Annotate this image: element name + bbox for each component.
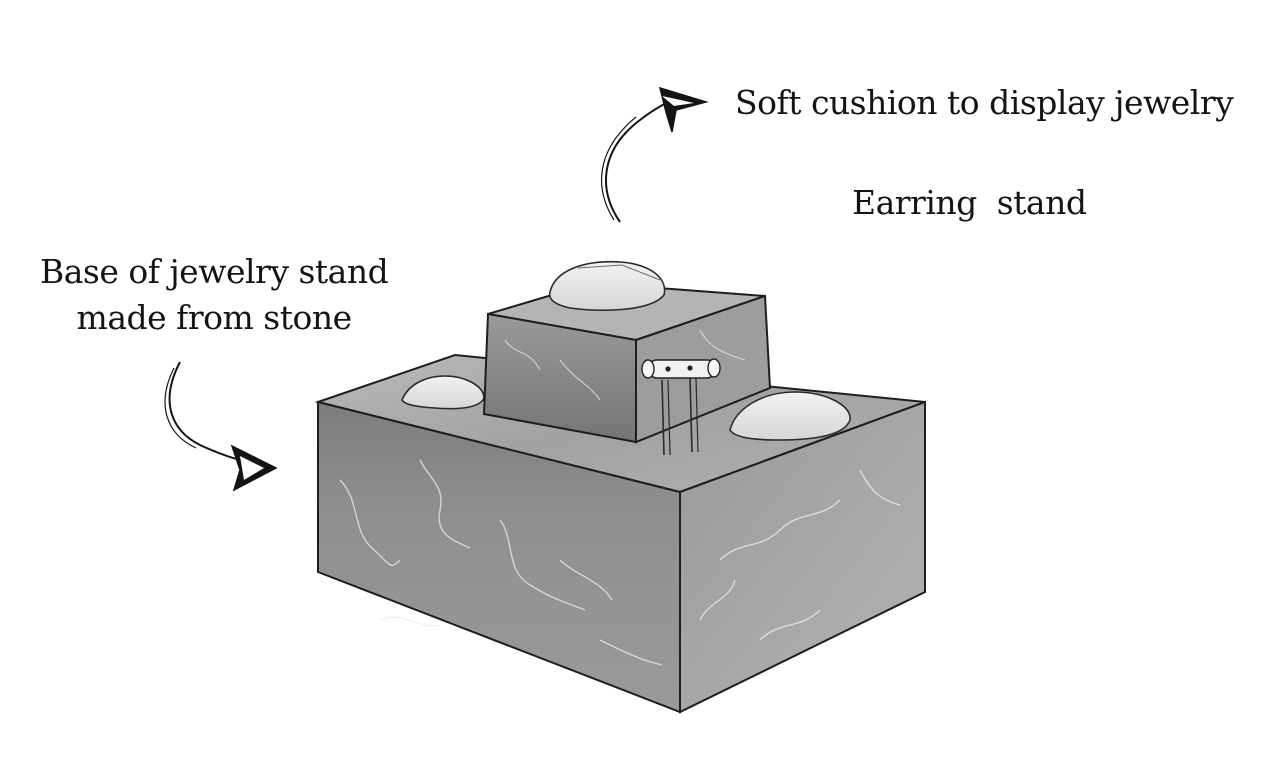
arrow-curved-down-icon [164, 361, 278, 492]
base-side-face [679, 400, 926, 714]
label-base: Base of jewelry stand made from stone [40, 249, 389, 340]
earring-stand [641, 358, 721, 456]
marble-veins [339, 459, 901, 666]
stone-base-lower [314, 353, 926, 714]
label-cushion: Soft cushion to display jewelry [735, 83, 1234, 122]
label-earring-stand: Earring stand [852, 183, 1087, 222]
cushion-top [548, 260, 666, 311]
label-base-line1: Base of jewelry stand [40, 252, 389, 291]
cushion-right [729, 391, 851, 441]
label-base-line2: made from stone [76, 297, 353, 337]
arrow-curved-up-icon [601, 86, 709, 223]
